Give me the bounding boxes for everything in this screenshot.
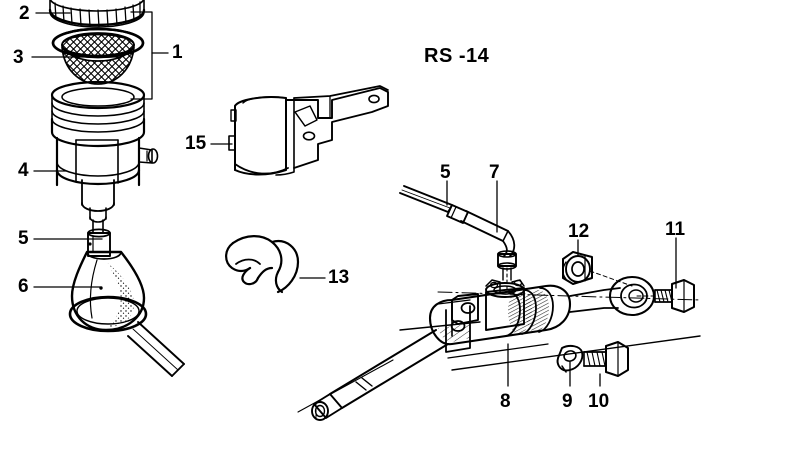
hex-bolt-short-part: [583, 341, 629, 377]
callout-7: 7: [489, 162, 500, 183]
hose-clamp-left-part: [87, 228, 111, 257]
callout-6: 6: [18, 276, 29, 297]
page-title: RS -14: [424, 45, 490, 67]
callout-9: 9: [562, 391, 573, 412]
reservoir-cap-part: [48, 0, 146, 28]
callout-5-right: 5: [440, 162, 451, 183]
callout-2: 2: [19, 3, 30, 24]
reservoir-body-part: [50, 80, 159, 234]
callout-12: 12: [568, 221, 590, 242]
master-cylinder-body-part: [297, 276, 701, 421]
feed-hose-left: [127, 321, 185, 377]
callout-4: 4: [18, 160, 29, 181]
retaining-spring-clip-part: [225, 235, 300, 294]
lock-washer-part: [556, 344, 584, 373]
callout-15: 15: [185, 133, 207, 154]
feed-pipe-assembly: [399, 185, 517, 293]
callout-10: 10: [588, 391, 610, 412]
rubber-grommet-part: [68, 250, 148, 333]
callout-1: 1: [172, 42, 183, 63]
callout-11: 11: [665, 219, 686, 240]
callout-5-left: 5: [18, 228, 29, 249]
reservoir-strainer-part: [51, 27, 145, 85]
callout-13: 13: [328, 267, 350, 288]
callout-8: 8: [500, 391, 511, 412]
callout-3: 3: [13, 47, 24, 68]
leader-lines-right: [446, 180, 677, 387]
mounting-bracket-cover-part: [228, 85, 389, 176]
self-locking-nut-part: [562, 251, 633, 287]
hex-bolt-long-part: [635, 279, 695, 313]
